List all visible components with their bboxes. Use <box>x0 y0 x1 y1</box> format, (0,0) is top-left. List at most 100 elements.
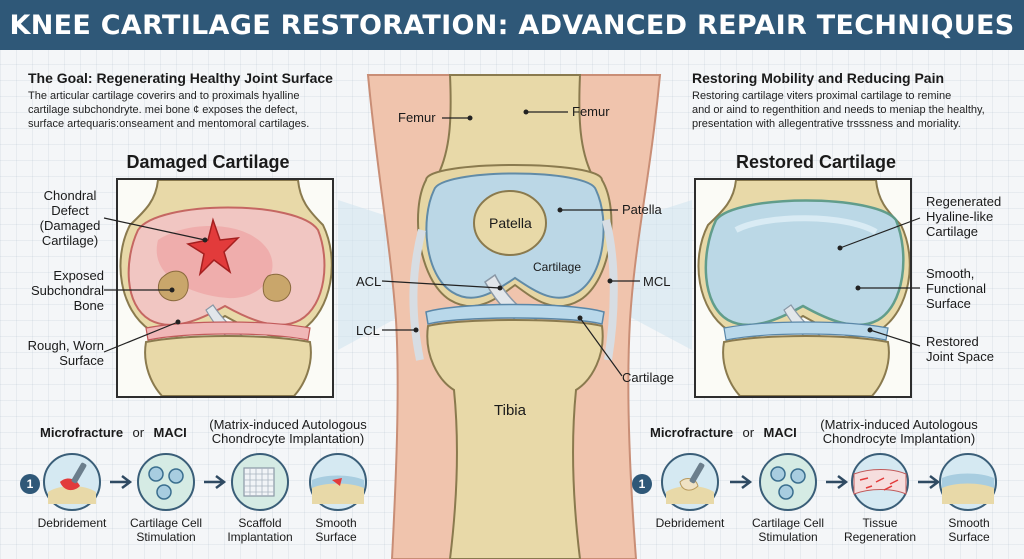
left-step-2-icon <box>137 453 195 511</box>
right-step-2-label: Cartilage Cell Stimulation <box>740 516 836 544</box>
tibia-bone <box>426 319 604 559</box>
exposed-dot <box>169 287 175 293</box>
left-intro-line-2: cartilage subchondryte. mei bone ¢ expos… <box>28 104 298 116</box>
right-method-sub-line-2: Chondrocyte Implantation) <box>822 431 976 446</box>
damaged-knee-drawing <box>119 180 332 396</box>
damaged-heading: Damaged Cartilage <box>126 152 290 172</box>
right-step-2-line-1: Cartilage Cell <box>751 516 825 530</box>
restored-panel <box>694 178 912 398</box>
right-intro-line-3: presentation with allegentrative trsssne… <box>692 118 961 130</box>
right-step-4-line-2: Surface <box>948 530 990 544</box>
label-smooth-line-3: Surface <box>926 296 971 311</box>
cartilage-leader <box>579 317 623 377</box>
right-intro-line-2: and or aind to regenthition and needs to… <box>692 104 985 116</box>
damaged-meniscus <box>145 321 311 341</box>
joint-leader <box>869 329 921 347</box>
right-method-name-1: Microfracture <box>650 425 734 440</box>
restored-highlight <box>734 215 878 235</box>
right-arrow-3 <box>918 475 941 489</box>
left-arrow-1 <box>110 475 133 489</box>
label-acl: ACL <box>356 274 382 289</box>
left-step-3-label: Scaffold Implantation <box>214 516 306 544</box>
acl-dot <box>497 285 503 291</box>
label-chondral-line-3: (Damaged <box>39 218 101 233</box>
label-exposed-line-3: Bone <box>73 298 104 313</box>
regen-dot <box>837 245 843 251</box>
label-chondral-line-1: Chondral <box>43 188 97 203</box>
right-steps-row <box>661 453 997 511</box>
chondral-leader <box>103 217 206 241</box>
right-step-1-icon <box>661 453 719 511</box>
label-smooth-line-1: Smooth, <box>926 266 975 281</box>
left-method-sub-line-1: (Matrix-induced Autologous <box>209 417 367 432</box>
right-step-2-line-2: Stimulation <box>758 530 818 544</box>
femur-right-dot <box>523 109 529 115</box>
left-step-4-icon <box>309 453 367 511</box>
right-step-badge: 1 <box>632 474 652 494</box>
right-step-1-line-1: Debridement <box>655 516 725 530</box>
regen-leader <box>839 217 921 249</box>
label-cartilage-inner: Cartilage <box>533 260 582 274</box>
left-method-name-2: MACI <box>153 425 187 440</box>
restored-heading: Restored Cartilage <box>735 152 897 172</box>
left-step-2-label: Cartilage Cell Stimulation <box>118 516 214 544</box>
lcl-dot <box>413 327 419 333</box>
left-step-4-line-1: Smooth <box>315 516 357 530</box>
label-rough-line-1: Rough, Worn <box>27 338 104 353</box>
restored-leaders <box>837 217 921 347</box>
label-femur-left: Femur <box>398 110 436 125</box>
restored-knee-drawing <box>697 180 910 396</box>
left-method-subtitle: (Matrix-induced Autologous Chondrocyte I… <box>200 418 376 446</box>
restored-meniscus <box>723 321 889 341</box>
right-step-3-line-2: Regeneration <box>843 530 917 544</box>
damaged-tibia <box>144 335 312 396</box>
right-step-2-icon <box>759 453 817 511</box>
chondral-dot <box>202 237 208 243</box>
label-regen-line-2: Hyaline-like <box>926 209 994 224</box>
left-method-name-1: Microfracture <box>40 425 124 440</box>
label-femur-right: Femur <box>572 104 610 119</box>
rough-leader <box>103 321 179 353</box>
title-bar: KNEE CARTILAGE RESTORATION: ADVANCED REP… <box>0 0 1024 50</box>
femur-left-dot <box>467 115 473 121</box>
left-step-1-icon <box>43 453 101 511</box>
exposed-bone-patch-2 <box>262 273 292 302</box>
label-chondral-line-2: Defect <box>51 203 89 218</box>
left-method-sub-line-2: Chondrocyte Implantation) <box>211 431 365 446</box>
patella-dot <box>557 207 563 213</box>
restored-tibia <box>722 335 890 396</box>
damaged-panel <box>116 178 334 398</box>
label-lcl: LCL <box>356 323 380 338</box>
right-step-3-label: Tissue Regeneration <box>834 516 926 544</box>
left-step-4-label: Smooth Surface <box>294 516 378 544</box>
left-step-3-line-2: Implantation <box>227 530 293 544</box>
cartilage-dot <box>577 315 583 321</box>
left-step-4-line-2: Surface <box>315 530 357 544</box>
femur-bone <box>436 74 594 176</box>
left-intro-line-1: The articular cartilage coverirs and to … <box>28 90 300 102</box>
right-intro-heading: Restoring Mobility and Reducing Pain <box>692 70 945 86</box>
label-regen-line-3: Cartilage <box>926 224 979 239</box>
right-step-3-icon <box>851 453 909 511</box>
left-step-1-line-1: Debridement <box>37 516 107 530</box>
smooth-dot <box>855 285 861 291</box>
label-rough-surface: Rough, Worn Surface <box>14 338 104 368</box>
label-regen-line-1: Regenerated <box>926 194 1002 209</box>
label-restored-joint: Restored Joint Space <box>926 334 1022 364</box>
label-smooth-line-2: Functional <box>926 281 986 296</box>
page-title: KNEE CARTILAGE RESTORATION: ADVANCED REP… <box>9 9 1015 41</box>
left-step-3-line-1: Scaffold <box>238 516 282 530</box>
right-step-3-line-1: Tissue <box>862 516 898 530</box>
left-step-3-icon <box>231 453 289 511</box>
label-regenerated: Regenerated Hyaline-like Cartilage <box>926 194 1022 239</box>
right-arrow-2 <box>826 475 849 489</box>
patella-bone <box>473 190 547 256</box>
left-step-badge: 1 <box>20 474 40 494</box>
right-step-4-icon <box>939 453 997 511</box>
label-exposed-bone: Exposed Subchondral Bone <box>18 268 104 313</box>
right-method-name-2: MACI <box>763 425 797 440</box>
right-step-4-line-1: Smooth <box>948 516 990 530</box>
label-chondral-line-4: Cartilage) <box>41 233 99 248</box>
left-step-1-label: Debridement <box>26 516 118 530</box>
label-joint-line-2: Joint Space <box>926 349 994 364</box>
